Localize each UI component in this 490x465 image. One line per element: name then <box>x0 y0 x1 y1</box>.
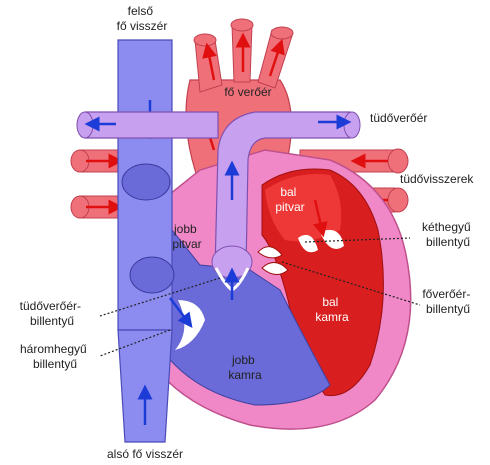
av-line1: főverőér- <box>422 287 470 301</box>
pv-line1: tüdőverőér- <box>20 299 81 313</box>
label-pulmonary-artery: tüdőverőér <box>370 111 427 125</box>
label-inferior-vena-cava: alsó fő visszér <box>107 447 183 461</box>
svc-line2: fő visszér <box>117 19 168 33</box>
av-line2: billentyű <box>426 302 470 316</box>
ra-line1: jobb <box>173 222 197 236</box>
lv-line1: bal <box>322 295 338 309</box>
rv-line2: kamra <box>228 368 262 382</box>
label-right-atrium: jobb pitvar <box>172 222 201 251</box>
label-aortic-valve: főverőér- billentyű <box>422 287 473 316</box>
inferior-vena-cava <box>118 330 172 442</box>
tv-line1: háromhegyű <box>20 342 87 356</box>
label-mitral-valve: kéthegyű billentyű <box>422 220 474 249</box>
svc-line1: felső <box>128 4 154 18</box>
label-superior-vena-cava: felső fő visszér <box>117 4 168 33</box>
mv-line1: kéthegyű <box>422 220 471 234</box>
label-right-ventricle: jobb kamra <box>228 353 262 382</box>
rv-line1: jobb <box>231 353 255 367</box>
ra-line2: pitvar <box>172 237 201 251</box>
lv-line2: kamra <box>315 310 349 324</box>
tv-line2: billentyű <box>33 357 77 371</box>
label-tricuspid-valve: háromhegyű billentyű <box>20 342 90 371</box>
la-line2: pitvar <box>275 200 304 214</box>
pv-line2: billentyű <box>30 314 74 328</box>
label-aorta: fő verőér <box>224 85 271 99</box>
mv-line2: billentyű <box>426 235 470 249</box>
la-line1: bal <box>280 185 296 199</box>
label-pulmonary-valve: tüdőverőér- billentyű <box>20 299 85 328</box>
label-pulmonary-veins: tüdővisszerek <box>400 172 474 186</box>
superior-vena-cava <box>118 40 174 330</box>
